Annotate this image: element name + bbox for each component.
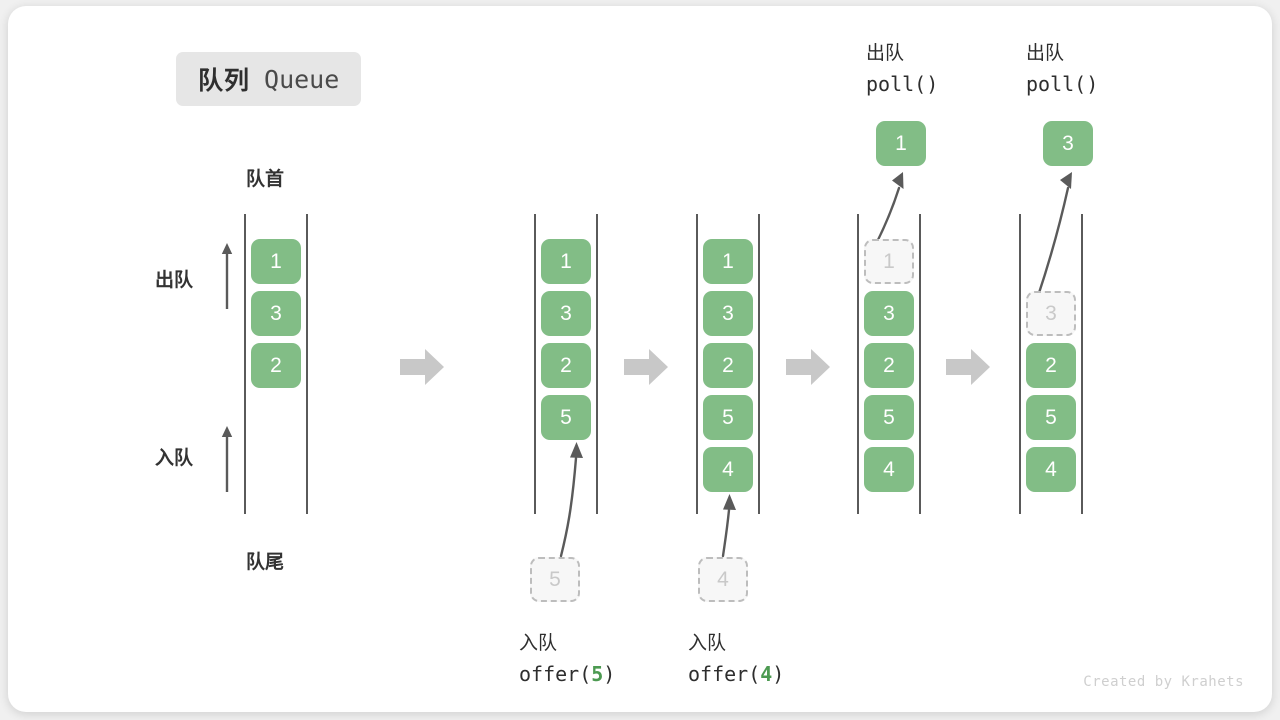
- operation-label-code: offer(5): [519, 662, 615, 686]
- queue-box: 2: [1026, 343, 1076, 388]
- popped-box: 3: [1043, 121, 1093, 166]
- ghost-box: 3: [1026, 291, 1076, 336]
- queue-box: 1: [541, 239, 591, 284]
- queue-box: 3: [251, 291, 301, 336]
- rail-right-step-1: [596, 214, 598, 514]
- title-chinese: 队列: [198, 67, 251, 95]
- rail-right-step-3: [919, 214, 921, 514]
- pop-label-cn: 出队: [866, 43, 905, 64]
- enqueue-arrow-step-2: [703, 488, 753, 560]
- incoming-ghost-box: 5: [530, 557, 580, 602]
- queue-box: 5: [703, 395, 753, 440]
- rail-left-step-0: [244, 214, 246, 514]
- enqueue-label: 入队: [155, 448, 194, 469]
- dequeue-arrow-step-3: [858, 166, 918, 248]
- queue-box: 2: [541, 343, 591, 388]
- op-code-value: 5: [591, 662, 604, 686]
- rail-left-step-1: [534, 214, 536, 514]
- pop-label-cn: 出队: [1026, 43, 1065, 64]
- queue-box: 4: [1026, 447, 1076, 492]
- queue-box: 1: [703, 239, 753, 284]
- title-english: Queue: [264, 64, 340, 94]
- queue-box: 3: [864, 291, 914, 336]
- diagram-canvas: 队列 Queue 队首 队尾 出队 入队 1 3 2 1 3 2 5 5: [8, 6, 1272, 712]
- popped-box: 1: [876, 121, 926, 166]
- enqueue-arrow-step-1: [528, 436, 598, 561]
- watermark: Created by Krahets: [1083, 674, 1244, 690]
- operation-label-cn: 入队: [688, 633, 727, 654]
- rail-right-step-2: [758, 214, 760, 514]
- queue-box: 1: [251, 239, 301, 284]
- queue-box: 2: [703, 343, 753, 388]
- queue-box: 2: [864, 343, 914, 388]
- queue-box: 4: [703, 447, 753, 492]
- ghost-box: 1: [864, 239, 914, 284]
- step-separator-arrow: [624, 347, 668, 387]
- rail-right-step-4: [1081, 214, 1083, 514]
- queue-box: 3: [541, 291, 591, 336]
- step-separator-arrow: [946, 347, 990, 387]
- op-code-suffix: ): [603, 662, 616, 686]
- dequeue-direction-arrow: [219, 241, 235, 311]
- queue-box: 4: [864, 447, 914, 492]
- operation-label-code: offer(4): [688, 662, 784, 686]
- rail-left-step-2: [696, 214, 698, 514]
- op-code-prefix: offer(: [519, 662, 592, 686]
- incoming-ghost-box: 4: [698, 557, 748, 602]
- queue-box: 5: [541, 395, 591, 440]
- head-label: 队首: [246, 169, 285, 190]
- rail-right-step-0: [306, 214, 308, 514]
- rail-left-step-4: [1019, 214, 1021, 514]
- dequeue-arrow-step-4: [1018, 166, 1088, 301]
- operation-label-cn: 入队: [519, 633, 558, 654]
- queue-box: 5: [864, 395, 914, 440]
- enqueue-direction-arrow: [219, 424, 235, 494]
- step-separator-arrow: [400, 347, 444, 387]
- op-code-suffix: ): [772, 662, 785, 686]
- pop-label-code: poll(): [1026, 72, 1099, 96]
- tail-label: 队尾: [246, 552, 285, 573]
- dequeue-label: 出队: [155, 270, 194, 291]
- op-code-value: 4: [760, 662, 773, 686]
- rail-left-step-3: [857, 214, 859, 514]
- pop-label-code: poll(): [866, 72, 939, 96]
- queue-box: 5: [1026, 395, 1076, 440]
- step-separator-arrow: [786, 347, 830, 387]
- title-badge: 队列 Queue: [176, 52, 362, 106]
- queue-box: 3: [703, 291, 753, 336]
- queue-box: 2: [251, 343, 301, 388]
- op-code-prefix: offer(: [688, 662, 761, 686]
